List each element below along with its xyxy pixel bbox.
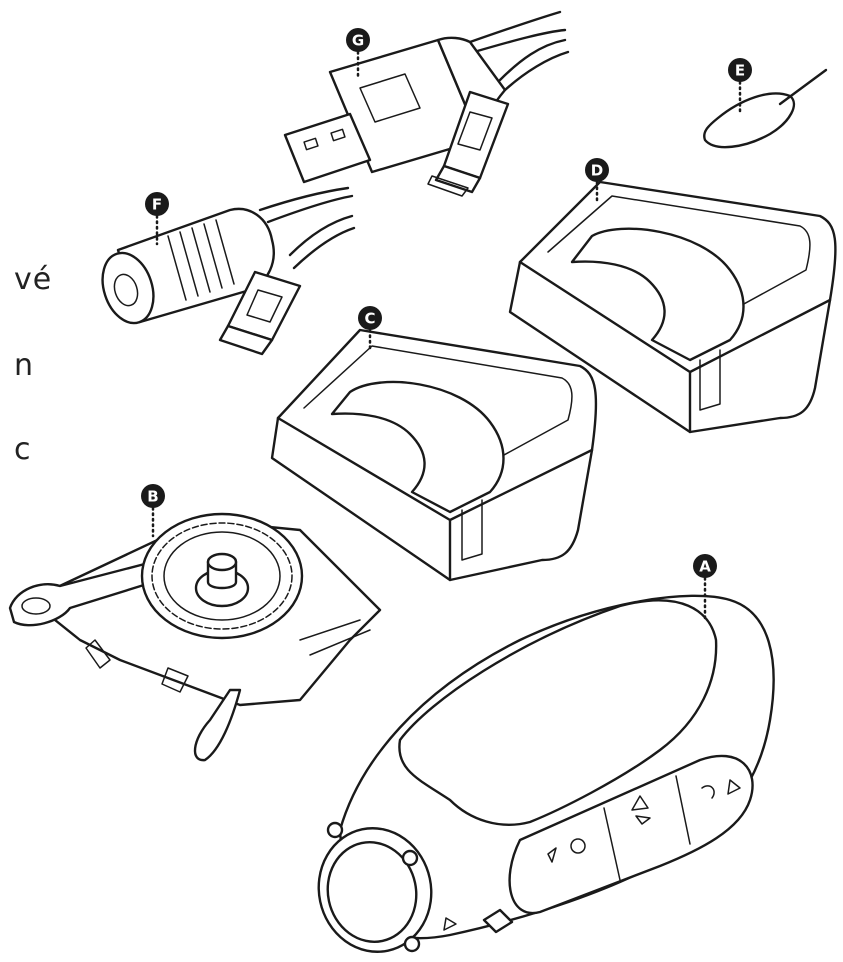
part-g-usb-cable (283, 10, 570, 197)
callout-b-label: B (147, 488, 158, 506)
text-fragment-2: n (14, 348, 35, 383)
callout-e: E (728, 58, 752, 82)
callout-f: F (145, 192, 169, 216)
callout-a-label: A (699, 558, 711, 576)
callout-b: B (141, 484, 165, 508)
callout-d: D (585, 158, 609, 182)
part-a-camera (317, 594, 775, 953)
callout-g: G (346, 28, 370, 52)
text-fragment-1: vé (14, 262, 53, 297)
callout-e-label: E (735, 62, 745, 80)
part-f-audio-adapter (101, 186, 356, 356)
part-d-mount-cover (508, 180, 837, 434)
callout-d-label: D (591, 162, 603, 180)
callout-c: C (358, 306, 382, 330)
callout-c-label: C (364, 310, 375, 328)
callout-a: A (693, 554, 717, 578)
callout-g-label: G (352, 32, 364, 50)
text-fragment-3: c (14, 432, 32, 467)
part-e-pin-tool (703, 68, 828, 149)
part-b-mount-base (8, 512, 382, 762)
part-c-mount-cover (270, 328, 598, 582)
callout-f-label: F (152, 196, 162, 214)
